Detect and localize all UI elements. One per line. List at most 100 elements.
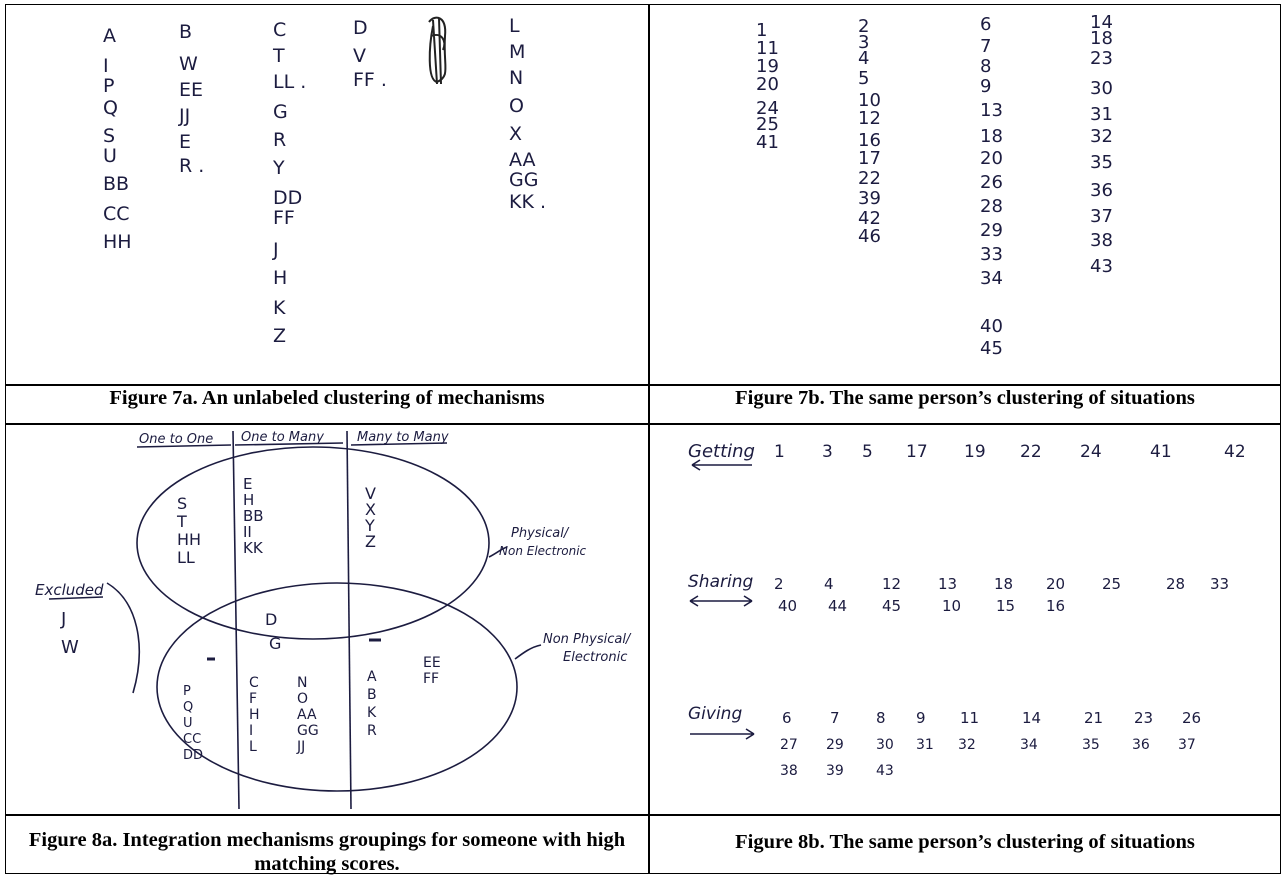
lower-one-to-many-item: O [297,691,308,707]
excluded-label: Excluded [35,581,104,599]
fig7b-item: 35 [1090,152,1113,173]
lower-many-to-many-item: B [367,687,377,703]
row-divider [5,814,1281,816]
giving-item: 21 [1084,709,1103,727]
electronic-ellipse [156,582,518,792]
fig7b-item: 34 [980,268,1003,289]
fig7a-item: C [273,19,286,41]
fig7b-sketch: 1111920242541234510121617223942466789131… [756,12,1113,359]
getting-item: 3 [822,442,833,462]
fig7a-item: D [353,17,368,39]
upper-one-to-many-item: II [243,523,252,541]
giving-item: 31 [916,737,934,753]
fig7a-item: A [103,25,116,47]
fig7b-item: 17 [858,148,881,169]
lower-one-to-many-item: H [249,707,260,723]
physical-label-2: Non Electronic [499,544,587,558]
sharing-item: 28 [1166,575,1185,593]
giving-item: 26 [1182,709,1201,727]
fig7a-item: S [103,125,115,147]
physical-pointer [488,546,508,558]
excluded-item: W [61,637,79,658]
lower-one-to-one-item: P [183,684,191,699]
header-underline-1 [136,444,232,448]
fig7b-item: 20 [980,148,1003,169]
excluded-underline [48,596,104,600]
giving-item: 36 [1132,737,1150,753]
giving-item: 9 [916,709,926,727]
sharing-item: 20 [1046,575,1065,593]
fig7b-item: 11 [756,38,779,59]
lower-many-to-many-item: FF [423,671,439,687]
fig7b-item: 26 [980,172,1003,193]
fig7a-item: L [509,15,520,37]
fig7b-item: 1 [756,20,767,41]
upper-many-to-many-item: Z [365,532,376,551]
upper-one-to-many-item: KK [243,539,264,557]
lower-one-to-one-item: CC [183,732,201,747]
fig7a-item: N [509,67,523,89]
fig7b-item: 29 [980,220,1003,241]
fig7a-item: M [509,41,525,63]
giving-item: 37 [1178,737,1196,753]
table-border [5,4,1281,874]
sharing-label: Sharing [688,572,753,592]
fig7b-item: 45 [980,338,1003,359]
fig7b-item: 18 [980,126,1003,147]
row-divider [5,384,1281,386]
fig7a-item: CC [103,203,130,225]
fig7a-item: FF . [353,69,387,91]
getting-item: 17 [906,442,928,462]
getting-item: 22 [1020,442,1042,462]
fig7b-item: 33 [980,244,1003,265]
lower-one-to-many-item: L [249,739,257,755]
fig7b-caption: Figure 7b. The same person’s clustering … [735,387,1195,409]
lower-one-to-one-item: Q [183,700,193,715]
fig7a-item: JJ [178,105,190,127]
getting-item: 41 [1150,442,1172,462]
fig7b-item: 23 [1090,48,1113,69]
sharing-item: 13 [938,575,957,593]
fig7b-item: 30 [1090,78,1113,99]
fig7b-item: 25 [756,114,779,135]
fig8b-caption: Figure 8b. The same person’s clustering … [735,831,1195,853]
header-one-to-many: One to Many [241,430,324,445]
excluded-arc [106,582,140,694]
fig7b-item: 5 [858,68,869,89]
fig7b-item: 13 [980,100,1003,121]
getting-item: 5 [862,442,873,462]
fig7a-item: KK . [509,191,546,213]
sharing-item: 25 [1102,575,1121,593]
row-divider [5,423,1281,425]
fig7a-item: V [353,45,366,67]
fig7b-item: 43 [1090,256,1113,277]
header-many-to-many: Many to Many [357,430,449,445]
giving-item: 7 [830,709,840,727]
middle-item: D [265,610,277,629]
giving-item: 38 [780,763,798,779]
fig7a-item: I [103,55,109,77]
giving-item: 14 [1022,709,1041,727]
getting-arrow [691,459,752,471]
fig7b-item: 14 [1090,12,1113,33]
nonphysical-label-1: Non Physical/ [543,632,632,647]
fig7b-item: 2 [858,16,869,37]
fig7a-item: T [272,45,285,67]
getting-item: 19 [964,442,986,462]
lower-many-to-many-item: A [367,669,377,685]
column-divider [648,4,650,874]
middle-item: G [269,634,281,653]
fig7b-item: 10 [858,90,881,111]
lower-one-to-many-item: N [297,675,307,691]
sharing-item: 15 [996,597,1015,615]
fig7b-item: 38 [1090,230,1113,251]
fig7a-item: G [273,101,288,123]
column-line-2 [346,430,352,810]
fig7b-item: 9 [980,76,991,97]
upper-many-to-many-item: Y [364,516,375,535]
physical-ellipse [136,446,490,640]
sharing-item: 45 [882,597,901,615]
giving-item: 27 [780,737,798,753]
sharing-item: 4 [824,575,834,593]
